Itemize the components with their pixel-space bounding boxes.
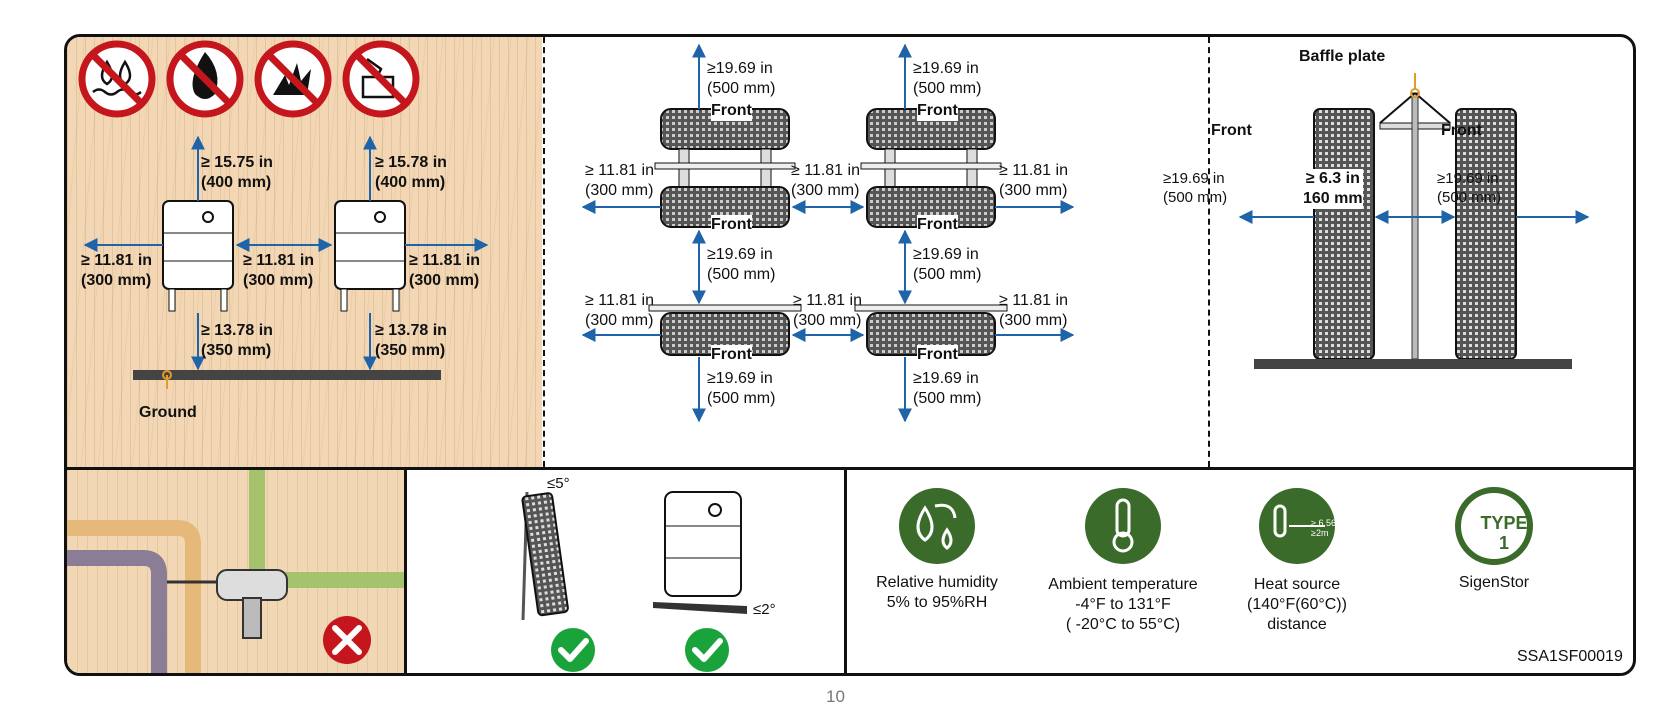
check-icon [685, 628, 729, 672]
drill-icon [167, 569, 288, 639]
vertical-divider [404, 467, 407, 673]
baffle-plate-label: Baffle plate [1299, 48, 1386, 65]
clearance-top-left: ≥ 15.75 in(400 mm) [201, 154, 273, 191]
clearance-right-side: ≥19.69 in(500 mm) [1437, 170, 1502, 206]
horizontal-divider [67, 467, 1633, 470]
clearance-left-side: ≥19.69 in(500 mm) [1163, 170, 1228, 206]
clearance-between-1: ≥19.69 in(500 mm) [707, 246, 776, 283]
tilt-tolerance-diagram [521, 491, 747, 672]
clearance-side: ≥ 11.81 in(300 mm) [999, 292, 1068, 329]
ground-bar [1254, 359, 1572, 369]
unit-left-side [1313, 108, 1375, 360]
heat-source-icon [1259, 488, 1335, 564]
clearance-side: ≥ 11.81 in(300 mm) [585, 292, 654, 329]
dashed-separator [543, 37, 545, 467]
page-number: 10 [826, 687, 845, 706]
type1-icon [1455, 487, 1533, 565]
clearance-side: ≥ 11.81 in(300 mm) [585, 162, 654, 199]
no-corrosive-icon [342, 40, 420, 118]
no-explosive-icon [254, 40, 332, 118]
wall-mounted-unit [521, 492, 569, 617]
no-fire-icon [166, 40, 244, 118]
clearance-bottom-left: ≥ 13.78 in(350 mm) [201, 322, 273, 359]
front-label: Front [711, 101, 752, 121]
clearance-up-1: ≥19.69 in(500 mm) [707, 60, 776, 97]
clearance-between-2: ≥19.69 in(500 mm) [913, 246, 982, 283]
heat-distance-badge: ≥ 6.56 ft≥2m [1311, 518, 1344, 538]
thermometer-icon [1085, 488, 1161, 564]
floor-unit [653, 491, 747, 614]
unit-right-side [1455, 108, 1517, 360]
clearance-down-1: ≥19.69 in(500 mm) [707, 370, 776, 407]
ground-label: Ground [139, 404, 197, 421]
front-label-right: Front [1441, 122, 1482, 139]
clearance-top-right: ≥ 15.78 in(400 mm) [375, 154, 447, 191]
baffle-plate [1411, 92, 1419, 360]
front-label: Front [917, 345, 958, 365]
temperature-text: Ambient temperature-4°F to 131°F( -20°C … [1048, 576, 1198, 633]
no-water-icon [78, 40, 156, 118]
front-label: Front [711, 345, 752, 365]
clearance-side: ≥ 11.81 in(300 mm) [793, 292, 862, 329]
check-icon [551, 628, 595, 672]
ground-bar [133, 370, 441, 380]
clearance-side: ≥ 11.81 in(300 mm) [999, 162, 1068, 199]
battery-unit-left [162, 200, 234, 312]
conditions-icons [899, 487, 1533, 565]
clearance-right: ≥ 11.81 in(300 mm) [409, 252, 481, 289]
stacked-unit-spacing-diagram [581, 43, 1075, 423]
clearance-up-2: ≥19.69 in(500 mm) [913, 60, 982, 97]
front-label: Front [917, 101, 958, 121]
dashed-separator [1208, 37, 1210, 467]
clearance-side: ≥ 11.81 in(300 mm) [791, 162, 860, 199]
back-to-back-diagram [1238, 73, 1590, 369]
clearance-bottom-right: ≥ 13.78 in(350 mm) [375, 322, 447, 359]
vertical-divider [844, 467, 847, 673]
floor-tilt-angle: ≤2° [753, 601, 776, 618]
no-drilling-pipes-diagram [67, 470, 404, 673]
sigenstor-text: SigenStor [1458, 574, 1530, 591]
clearance-middle: ≥ 11.81 in(300 mm) [243, 252, 315, 289]
front-label: Front [711, 215, 752, 235]
single-unit-spacing-diagram [78, 40, 489, 389]
clearance-left: ≥ 11.81 in(300 mm) [81, 252, 153, 289]
humidity-icon [899, 488, 975, 564]
installation-diagram-frame: ≥ 15.75 in(400 mm) ≥ 15.78 in(400 mm) ≥ … [64, 34, 1636, 676]
front-label-left: Front [1211, 122, 1252, 139]
doc-code: SSA1SF00019 [1517, 648, 1623, 665]
battery-unit-right [334, 200, 406, 312]
heat-source-text: Heat source(140°F(60°C))distance [1247, 576, 1347, 633]
prohibited-x-icon [323, 616, 371, 664]
front-label: Front [917, 215, 958, 235]
clearance-down-2: ≥19.69 in(500 mm) [913, 370, 982, 407]
wall-tilt-angle: ≤5° [547, 475, 570, 492]
